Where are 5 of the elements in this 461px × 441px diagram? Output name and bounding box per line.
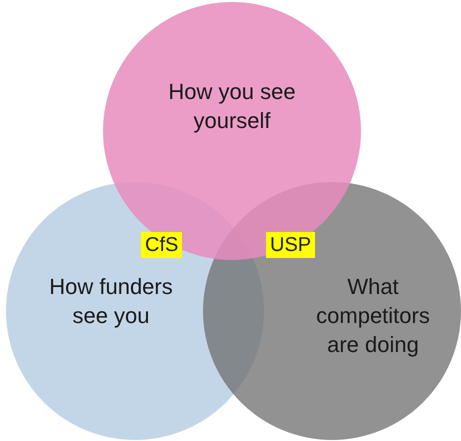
circle-label: What competitors are doing — [315, 273, 431, 359]
circle-label: How you see yourself — [167, 78, 297, 135]
circle-label: How funders see you — [48, 273, 174, 330]
highlighted-label: CfS — [141, 232, 182, 258]
highlighted-label: USP — [266, 232, 316, 258]
